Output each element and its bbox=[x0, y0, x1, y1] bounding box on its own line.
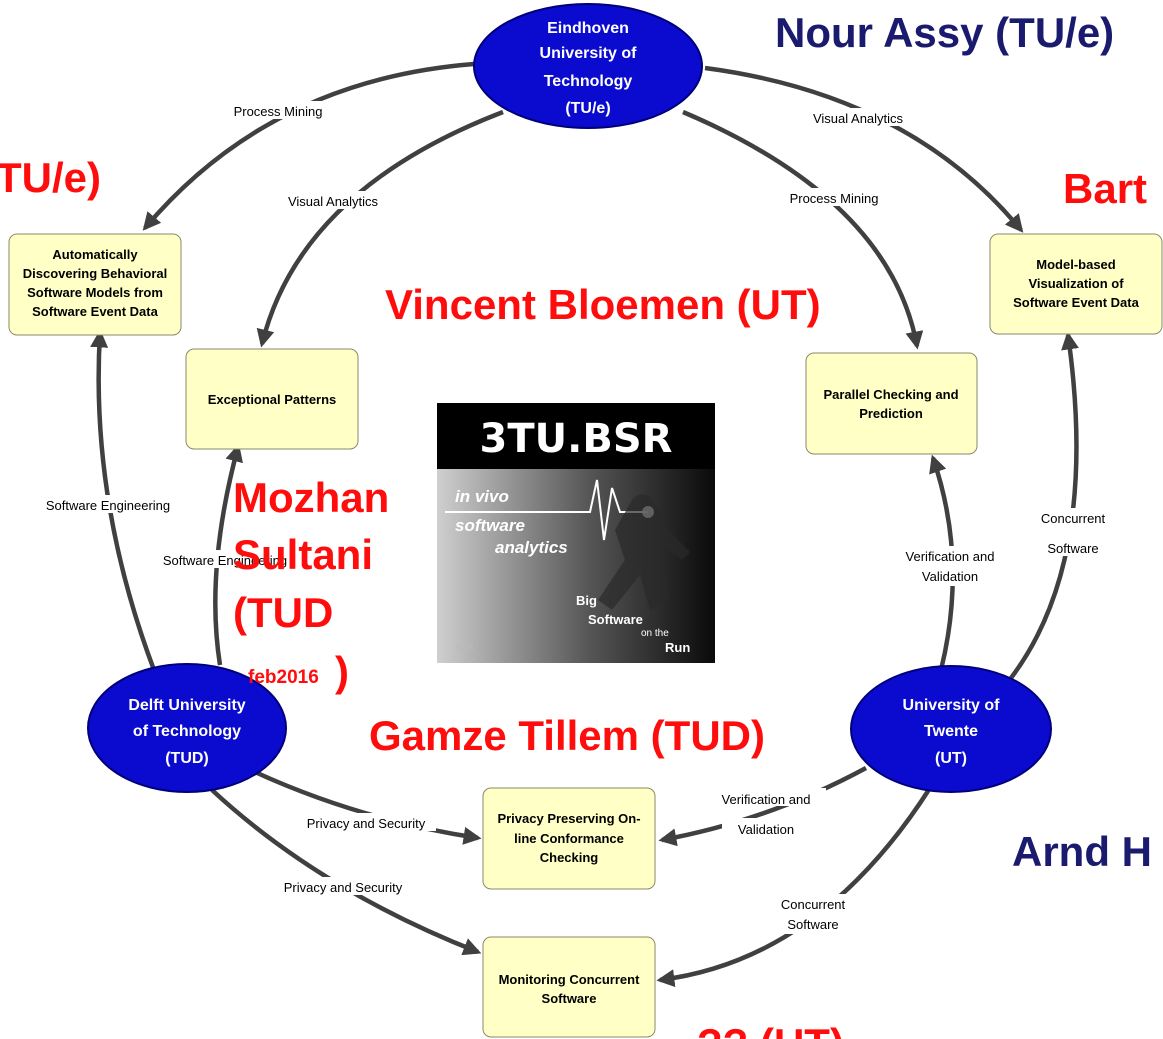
svg-text:Software Models from: Software Models from bbox=[27, 285, 163, 300]
project-box-auto-discovering: Automatically Discovering Behavioral Sof… bbox=[8, 233, 182, 336]
svg-text:Run: Run bbox=[665, 640, 690, 655]
svg-text:Monitoring Concurrent: Monitoring Concurrent bbox=[499, 972, 640, 987]
person-label-vincent: Vincent Bloemen (UT) bbox=[385, 281, 821, 328]
svg-text:of Technology: of Technology bbox=[133, 723, 241, 740]
svg-text:Concurrent: Concurrent bbox=[1041, 511, 1106, 526]
svg-text:line Conformance: line Conformance bbox=[514, 831, 624, 846]
edge-label-process-mining-left: Process Mining bbox=[224, 101, 336, 119]
edge-label-privacy-security-lower: Privacy and Security bbox=[272, 877, 414, 895]
svg-text:Software: Software bbox=[1047, 541, 1098, 556]
svg-text:Software Event Data: Software Event Data bbox=[1013, 295, 1139, 310]
svg-text:Visual Analytics: Visual Analytics bbox=[813, 111, 904, 126]
svg-text:Privacy and Security: Privacy and Security bbox=[307, 816, 426, 831]
edge-label-verification-inner: Verification and Validation bbox=[893, 546, 1007, 586]
svg-text:Prediction: Prediction bbox=[859, 406, 923, 421]
svg-text:Validation: Validation bbox=[738, 822, 794, 837]
svg-text:Concurrent: Concurrent bbox=[781, 897, 846, 912]
edge-label-verification-bottom: Verification and Validation bbox=[708, 788, 826, 837]
svg-text:Eindhoven: Eindhoven bbox=[547, 20, 629, 37]
svg-text:Validation: Validation bbox=[922, 569, 978, 584]
svg-text:Delft University: Delft University bbox=[128, 697, 245, 714]
project-box-model-based: Model-based Visualization of Software Ev… bbox=[989, 233, 1163, 335]
svg-text:Model-based: Model-based bbox=[1036, 257, 1116, 272]
person-label-mozhan: Sultani bbox=[233, 531, 373, 578]
svg-text:Software Engineering: Software Engineering bbox=[163, 553, 287, 568]
svg-text:software: software bbox=[455, 516, 525, 535]
svg-text:Software: Software bbox=[787, 917, 838, 932]
edge-ut-to-model-based bbox=[1009, 331, 1079, 680]
svg-text:Visualization of: Visualization of bbox=[1028, 276, 1124, 291]
svg-text:Exceptional Patterns: Exceptional Patterns bbox=[208, 392, 337, 407]
edge-tud-to-privacy-preserving bbox=[254, 769, 482, 845]
edge-tue-to-parallel-checking bbox=[682, 109, 924, 350]
person-label-mozhan: (TUD bbox=[233, 589, 333, 636]
edge-label-process-mining-inner: Process Mining bbox=[780, 188, 890, 206]
svg-text:BSR: BSR bbox=[455, 642, 474, 653]
bsr-logo: 3TU.BSR in vivo software analytics Big S… bbox=[437, 403, 715, 663]
svg-text:Parallel Checking and: Parallel Checking and bbox=[823, 387, 958, 402]
project-box-exceptional-patterns: Exceptional Patterns bbox=[185, 348, 359, 450]
university-node-tue: Eindhoven University of Technology (TU/e… bbox=[473, 3, 703, 129]
edge-label-privacy-security-upper: Privacy and Security bbox=[296, 813, 436, 831]
runner-silhouette-icon bbox=[598, 494, 690, 610]
edge-ut-to-monitoring bbox=[656, 786, 932, 988]
svg-text:(TUD): (TUD) bbox=[165, 750, 209, 767]
edge-ut-to-privacy-preserving bbox=[658, 766, 868, 847]
svg-text:(TU/e): (TU/e) bbox=[565, 100, 610, 117]
logo-title: 3TU.BSR bbox=[480, 416, 673, 462]
university-node-tud: Delft University of Technology (TUD) bbox=[87, 663, 287, 793]
university-node-ut: University of Twente (UT) bbox=[850, 665, 1052, 793]
person-label-unknown-ut: ?? (UT) bbox=[697, 1020, 844, 1039]
svg-text:Software Event Data: Software Event Data bbox=[32, 304, 158, 319]
svg-text:Checking: Checking bbox=[540, 850, 599, 865]
svg-text:University of: University of bbox=[903, 697, 1001, 714]
person-label-nour-assy: Nour Assy (TU/e) bbox=[775, 9, 1114, 56]
project-box-privacy-preserving: Privacy Preserving On- line Conformance … bbox=[482, 787, 656, 890]
heartbeat-line-icon bbox=[445, 479, 648, 541]
svg-text:Big: Big bbox=[576, 593, 597, 608]
edge-label-concurrent-right: Concurrent Software bbox=[1030, 508, 1120, 556]
svg-text:Technology: Technology bbox=[544, 73, 633, 90]
person-label-arnd: Arnd H bbox=[1012, 828, 1152, 875]
svg-text:University of: University of bbox=[540, 45, 638, 62]
svg-text:Privacy and Security: Privacy and Security bbox=[284, 880, 403, 895]
svg-text:Automatically: Automatically bbox=[52, 247, 138, 262]
svg-text:Software: Software bbox=[542, 991, 597, 1006]
svg-text:Verification and: Verification and bbox=[906, 549, 995, 564]
svg-text:Privacy Preserving On-: Privacy Preserving On- bbox=[497, 811, 640, 826]
svg-text:Twente: Twente bbox=[924, 723, 978, 740]
svg-text:analytics: analytics bbox=[495, 538, 568, 557]
svg-text:Software Engineering: Software Engineering bbox=[46, 498, 170, 513]
person-label-mozhan: Mozhan bbox=[233, 474, 389, 521]
project-box-parallel-checking: Parallel Checking and Prediction bbox=[805, 352, 978, 455]
svg-text:Process Mining: Process Mining bbox=[790, 191, 879, 206]
person-label-bart: Bart bbox=[1063, 165, 1147, 212]
svg-text:on the: on the bbox=[641, 628, 669, 639]
svg-text:(UT): (UT) bbox=[935, 750, 967, 767]
svg-text:Software: Software bbox=[588, 612, 643, 627]
svg-text:in vivo: in vivo bbox=[455, 487, 509, 506]
project-box-monitoring: Monitoring Concurrent Software bbox=[482, 936, 656, 1038]
person-label-gamze: Gamze Tillem (TUD) bbox=[369, 712, 765, 759]
edge-label-software-engineering-inner: Software Engineering bbox=[151, 550, 299, 568]
svg-text:Process Mining: Process Mining bbox=[234, 104, 323, 119]
svg-text:Verification and: Verification and bbox=[722, 792, 811, 807]
svg-text:Discovering Behavioral: Discovering Behavioral bbox=[23, 266, 168, 281]
person-label-mozhan-date: feb2016 bbox=[248, 667, 319, 688]
person-label-mozhan-close: ) bbox=[335, 648, 349, 695]
edge-label-visual-analytics-right: Visual Analytics bbox=[802, 108, 914, 126]
edge-label-visual-analytics-inner: Visual Analytics bbox=[278, 191, 388, 209]
svg-text:Visual Analytics: Visual Analytics bbox=[288, 194, 379, 209]
edge-label-software-engineering-outer: Software Engineering bbox=[32, 495, 184, 513]
person-label-tue-left: TU/e) bbox=[0, 154, 101, 201]
edge-label-concurrent-bottom: Concurrent Software bbox=[768, 894, 860, 934]
